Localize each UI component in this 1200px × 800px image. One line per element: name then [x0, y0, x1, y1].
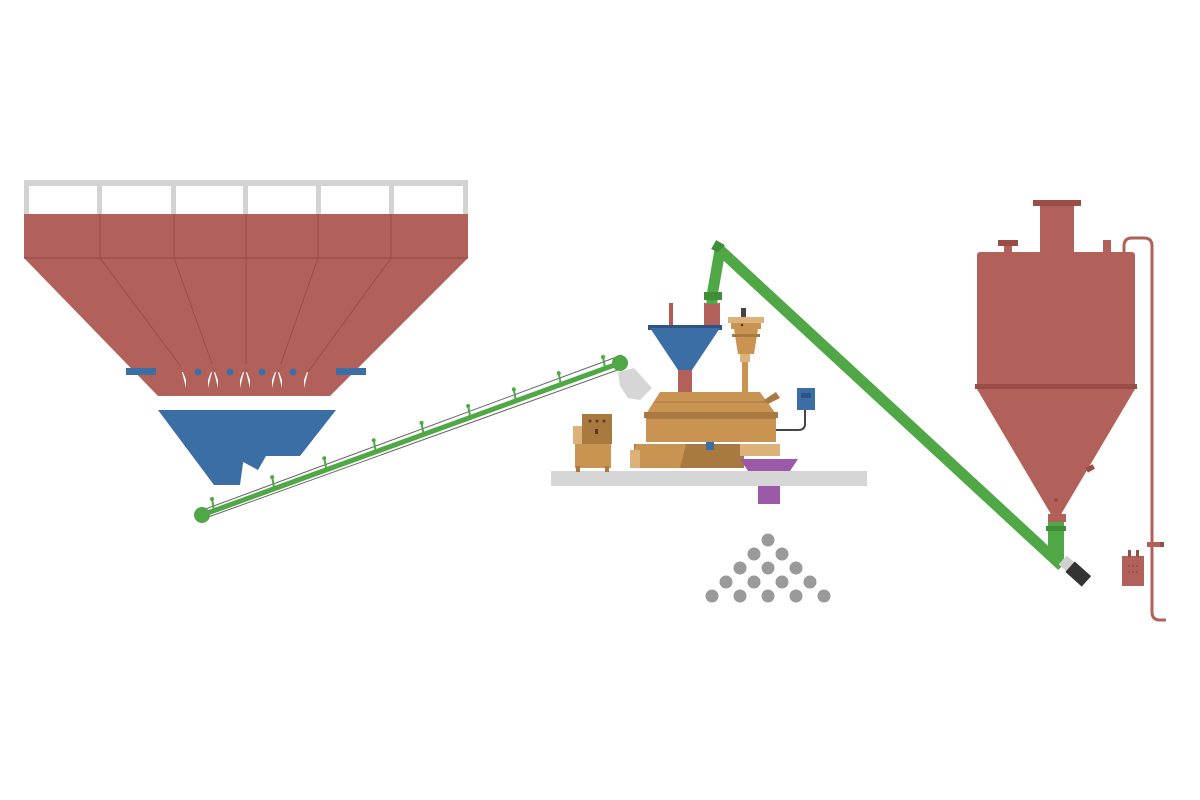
bin-gates — [180, 364, 310, 396]
cement-silo — [975, 200, 1166, 622]
screw-conveyor — [704, 240, 1092, 587]
weigh-hopper — [158, 410, 336, 485]
conveyor-tail-pulley — [194, 507, 210, 523]
control-box — [776, 388, 815, 431]
water-scale — [728, 308, 764, 392]
conveyor-roller — [322, 456, 328, 470]
aggregate-stone — [761, 589, 775, 603]
conveyor-roller — [556, 371, 562, 385]
silo-body — [977, 252, 1135, 386]
conveyor-roller — [466, 403, 472, 418]
aggregate-stone — [719, 575, 733, 589]
aggregate-stone — [775, 547, 789, 561]
aggregate-pile — [705, 533, 831, 603]
conveyor-roller — [210, 497, 215, 511]
aggregate-stone — [761, 561, 775, 575]
aggregate-stone — [733, 561, 747, 575]
cement-scale — [648, 303, 722, 392]
conveyor-roller — [371, 438, 377, 452]
aggregate-stone — [733, 589, 747, 603]
aggregate-stone — [789, 561, 803, 575]
aggregate-stone — [761, 533, 775, 547]
silo-side-pipe — [1122, 236, 1166, 622]
screw-tube — [716, 245, 1066, 571]
aggregate-stone — [789, 589, 803, 603]
mixer-platform — [551, 471, 867, 486]
conveyor-head-pulley — [612, 355, 628, 371]
conveyor-rollers — [210, 355, 606, 511]
aggregate-stone — [803, 575, 817, 589]
silo-cone — [977, 389, 1135, 516]
mixer — [618, 368, 780, 468]
aggregate-stone — [747, 575, 761, 589]
aggregate-stone — [817, 589, 831, 603]
bin-dividers — [24, 214, 468, 373]
discharge-chute — [740, 459, 798, 504]
aggregate-bins — [24, 180, 468, 396]
aggregate-stone — [747, 547, 761, 561]
conveyor-roller — [270, 475, 276, 489]
bin-gate-actuators — [126, 368, 366, 376]
aggregate-stone — [705, 589, 719, 603]
conveyor-roller — [601, 355, 606, 369]
aggregate-stone — [775, 575, 789, 589]
conveyor-roller — [419, 420, 425, 435]
bin-guard-rail — [24, 180, 468, 214]
conveyor-belt — [199, 360, 623, 518]
conveyor-roller — [511, 387, 517, 401]
mixer-inlet-chute — [618, 368, 652, 400]
belt-conveyor — [194, 354, 628, 523]
air-compressor — [573, 414, 612, 472]
